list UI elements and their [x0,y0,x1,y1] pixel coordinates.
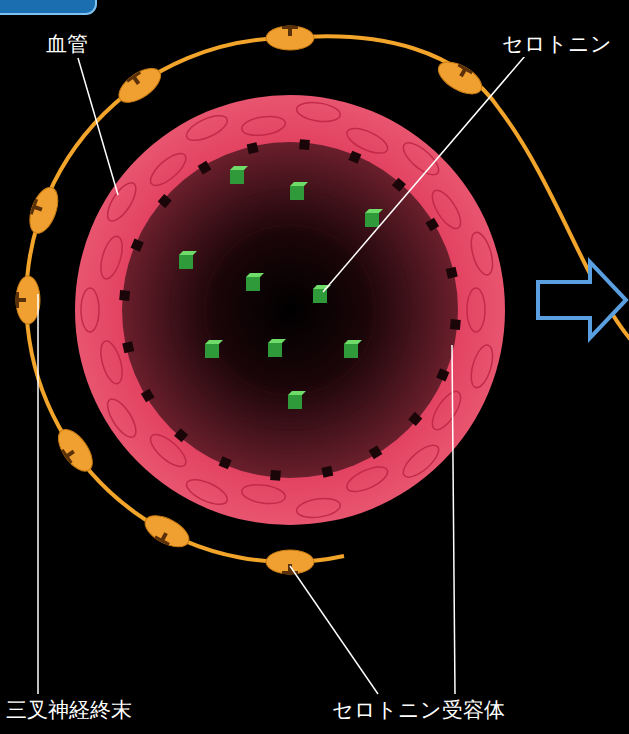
wall-cell [344,123,392,158]
serotonin-cube [288,391,306,395]
receptor-notch [198,161,212,175]
receptor-notch [122,341,134,353]
serotonin-cube [268,343,282,357]
serotonin-cube [246,273,264,277]
serotonin-cube [179,255,193,269]
serotonin-cube [268,339,286,343]
receptor-notch [446,267,458,279]
receptor-mark [16,292,19,308]
receptor-mark [154,536,170,546]
nerve-receptor [433,56,487,101]
serotonin-cube [313,289,327,303]
serotonin-cubes [179,166,383,409]
receptor-notch [348,151,361,164]
receptor-body [52,424,99,477]
serotonin-cube [290,186,304,200]
serotonin-cube [344,344,358,358]
nerve-receptor [266,26,314,50]
receptor-notch [299,139,310,150]
receptor-notch [158,194,172,208]
wall-cell [467,288,485,332]
wall-cell [467,230,497,277]
receptor-body [266,26,314,50]
wall-cell [183,475,231,510]
receptor-body [266,550,314,574]
receptor-notch [270,470,281,481]
serotonin-cube [179,251,197,255]
serotonin-cube [365,213,379,227]
receptor-notch [436,368,449,381]
serotonin-cube [230,170,244,184]
receptor-notch [425,218,439,232]
receptor-notch [247,142,259,154]
receptor-notch [450,319,461,330]
wall-cell [102,178,141,225]
nerve-receptor [113,62,166,109]
receptor-notch [219,456,232,469]
nerve-receptor [140,509,194,553]
nerve-receptors [16,26,487,574]
receptor-mark [30,199,38,215]
receptor-notch [408,412,422,426]
serotonin-cube [290,182,308,186]
receptor-notch [392,178,406,192]
receptor-body [113,62,166,109]
receptor-notch [141,389,155,403]
nerve-receptor [16,276,40,324]
wall-cell [102,395,141,442]
serotonin-cube [246,277,260,291]
serotonin-cube [344,340,362,344]
wall-cell [467,343,497,390]
serotonin-cube [230,166,248,170]
nerve-receptor [266,550,314,574]
wall-cell [97,339,127,386]
wall-cell [97,234,127,281]
receptor-body [24,184,63,237]
trigeminal-label: 三叉神経終末 [4,698,134,723]
receptor-notch [369,445,383,459]
wall-cell [81,288,99,332]
wall-cell [398,440,443,482]
serotonin-label: セロトニン [500,32,614,57]
wall-cell [295,100,341,124]
wall-cell [295,496,341,520]
trigeminal-nerve [26,38,344,562]
vessel-wall [75,95,505,525]
wall-cell [183,111,231,146]
receptor-body [433,56,487,101]
receptor-mark [126,71,141,83]
receptor-label: セロトニン受容体 [330,698,507,723]
receptor-notch [131,239,144,252]
receptor-notch [119,290,130,301]
wall-cell [240,114,286,138]
receptor-mark [458,64,473,75]
nerve-receptor [52,424,99,477]
leader-lines [38,56,525,694]
serotonin-cube [205,340,223,344]
nerve-receptor [24,184,63,237]
direction-arrow [538,262,626,338]
vessel-label: 血管 [44,32,90,57]
receptor-body [140,509,194,553]
receptor-mark [282,26,298,29]
receptor-body [16,276,40,324]
wall-cell [240,482,286,506]
trigeminal-nerve [290,36,629,350]
serotonin-cube [205,344,219,358]
receptor-mark [61,449,73,464]
wall-cell [344,462,392,497]
receptor-notch [174,428,188,442]
corner-badge [0,0,96,14]
serotonin-cube [288,395,302,409]
serotonin-cube [365,209,383,213]
receptor-notch [321,466,333,478]
